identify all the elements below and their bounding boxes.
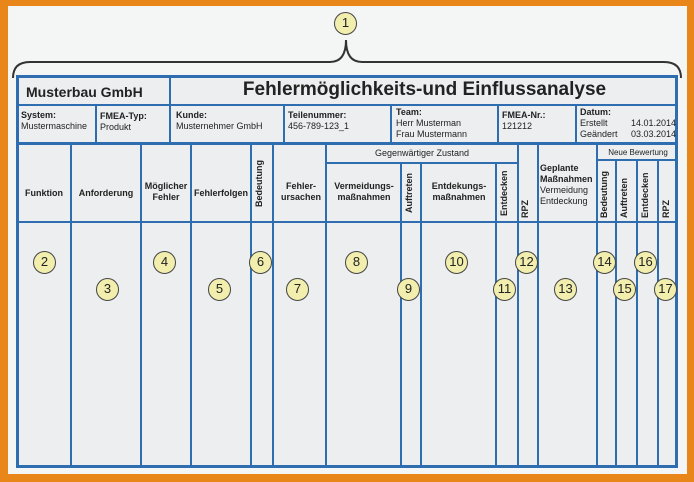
header-new-rpz: RPZ <box>661 200 671 218</box>
header-anforderung: Anforderung <box>78 188 134 198</box>
header-vermeidung: Vermeidungs-maßnahmen <box>334 181 394 202</box>
marker: 10 <box>445 251 468 274</box>
company-name: Musterbau GmbH <box>26 84 143 100</box>
header-ursachen: Fehler-ursachen <box>280 181 322 202</box>
header-entdecken: Entdecken <box>499 170 509 216</box>
fmea-table <box>16 75 678 468</box>
header-new-bedeutung: Bedeutung <box>599 171 609 218</box>
marker: 8 <box>345 251 368 274</box>
header-funktion: Funktion <box>25 188 63 198</box>
type-field: FMEA-Typ:Produkt <box>100 111 147 132</box>
marker: 3 <box>96 278 119 301</box>
page-title: Fehlermöglichkeits-und Einflussanalyse <box>242 79 607 100</box>
marker: 1 <box>334 12 357 35</box>
customer-field: Kunde:Musternehmer GmbH <box>176 110 263 131</box>
marker: 9 <box>397 278 420 301</box>
header-entdeckung: Entdekungs-maßnahmen <box>431 181 487 202</box>
header-new-group: Neue Bewertung <box>608 148 668 157</box>
header-folgen: Fehlerfolgen <box>193 188 248 198</box>
part-field: Teilenummer:456-789-123_1 <box>288 110 350 131</box>
header-new-entdecken: Entdecken <box>640 172 650 218</box>
marker: 6 <box>249 251 272 274</box>
marker: 11 <box>493 278 516 301</box>
marker: 2 <box>33 251 56 274</box>
marker: 16 <box>634 251 657 274</box>
header-bedeutung: Bedeutung <box>254 160 264 208</box>
marker: 15 <box>613 278 636 301</box>
marker: 17 <box>654 278 677 301</box>
marker: 14 <box>593 251 616 274</box>
header-current-group: Gegenwärtiger Zustand <box>374 148 470 158</box>
marker: 7 <box>286 278 309 301</box>
marker: 12 <box>515 251 538 274</box>
marker: 4 <box>153 251 176 274</box>
header-new-auftreten: Auftreten <box>619 178 629 218</box>
header-fehler: Möglicher Fehler <box>144 181 188 202</box>
header-auftreten: Auftreten <box>404 173 414 213</box>
marker: 5 <box>208 278 231 301</box>
marker: 13 <box>554 278 577 301</box>
header-rpz: RPZ <box>520 200 530 218</box>
fmea-nr-field: FMEA-Nr.:121212 <box>502 110 546 131</box>
system-field: System:Mustermaschine <box>21 110 88 131</box>
